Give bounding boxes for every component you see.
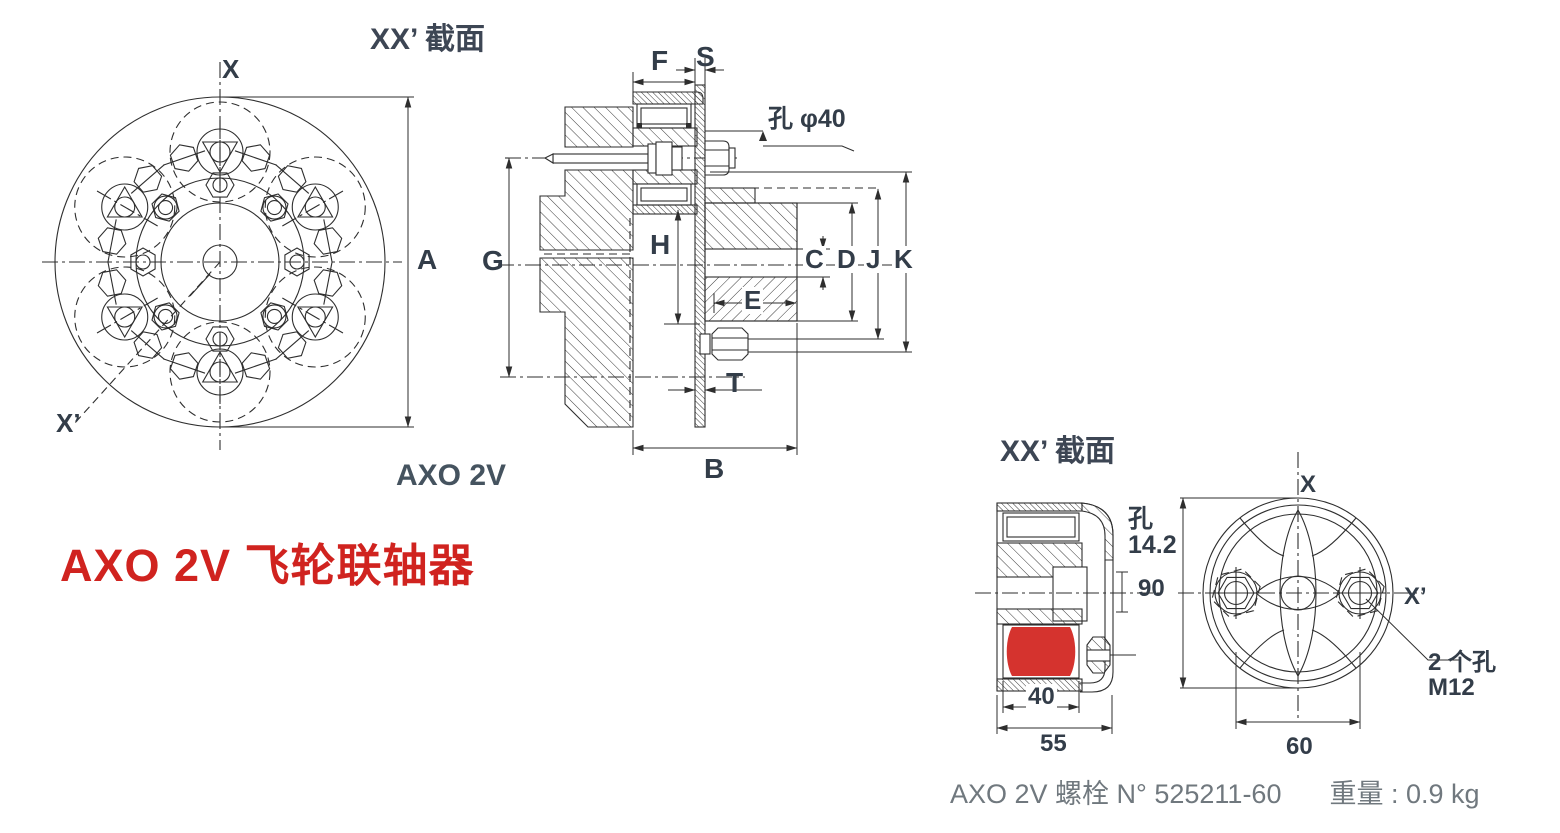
dim-label-J: J — [864, 244, 883, 274]
holes-note-line1: 2 个孔 — [1428, 649, 1497, 676]
footer-weight-value: 0.9 kg — [1406, 779, 1480, 809]
cross-section-main — [498, 58, 915, 455]
dim-label-F: F — [651, 45, 669, 76]
dim-label-T: T — [726, 367, 744, 398]
dim-label-B: B — [704, 453, 725, 484]
footer-caption: AXO 2V 螺栓 N° 525211-60 重量 : 0.9 kg — [950, 772, 1480, 811]
main-heading: AXO 2V 飞轮联轴器 — [60, 540, 475, 591]
dim-label-K: K — [892, 244, 915, 274]
hole-14-label: 孔 14.2 — [1128, 506, 1177, 559]
dim-label-40: 40 — [1026, 683, 1057, 710]
dim-label-90: 90 — [1138, 575, 1165, 602]
hole-14-label-line2: 14.2 — [1128, 531, 1177, 560]
dim-label-G: G — [482, 245, 504, 276]
axis-label-x-prime: X’ — [56, 408, 81, 438]
hole-diameter-label: 孔 φ40 — [768, 105, 846, 133]
dim-label-D: D — [835, 244, 858, 274]
dim-label-55: 55 — [1040, 730, 1067, 757]
hole-14-label-line1: 孔 — [1128, 505, 1154, 533]
front-view-small — [1178, 452, 1460, 729]
section-title-left: XX’ 截面 — [370, 23, 486, 56]
dim-label-C: C — [803, 244, 826, 274]
footer-weight-label: 重量 : — [1329, 779, 1399, 809]
dim-label-A: A — [417, 244, 438, 275]
dim-label-E: E — [742, 285, 764, 315]
axis-label-x-small: X — [1300, 471, 1317, 498]
footer-part-number: AXO 2V 螺栓 N° 525211-60 — [950, 779, 1282, 809]
axis-label-x: X — [222, 54, 240, 84]
section-title-right: XX’ 截面 — [1000, 435, 1116, 468]
holes-note: 2 个孔 M12 — [1428, 649, 1497, 702]
holes-note-line2: M12 — [1428, 674, 1475, 702]
model-caption: AXO 2V — [396, 459, 507, 492]
axis-label-x-prime-small: X’ — [1404, 583, 1427, 610]
dim-label-60: 60 — [1286, 733, 1313, 760]
front-view-large — [42, 62, 414, 450]
elastomer-element — [1006, 627, 1076, 676]
dim-label-S: S — [696, 41, 715, 72]
dim-label-H: H — [648, 229, 673, 260]
